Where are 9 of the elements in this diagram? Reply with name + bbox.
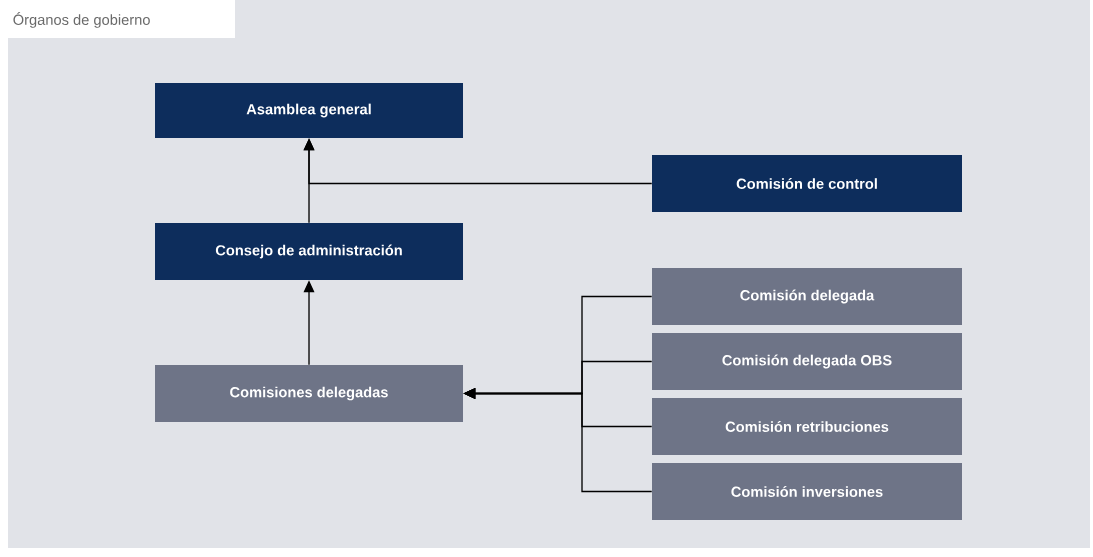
org-box: Consejo de administración (155, 223, 463, 280)
org-box: Comisión retribuciones (652, 398, 962, 455)
org-box: Comisión de control (652, 155, 962, 212)
org-box: Asamblea general (155, 83, 463, 138)
org-box: Comisión delegada (652, 268, 962, 325)
org-box: Comisiones delegadas (155, 365, 463, 422)
org-box: Comisión inversiones (652, 463, 962, 520)
title: Órganos de gobierno (13, 12, 150, 28)
org-box: Comisión delegada OBS (652, 333, 962, 390)
